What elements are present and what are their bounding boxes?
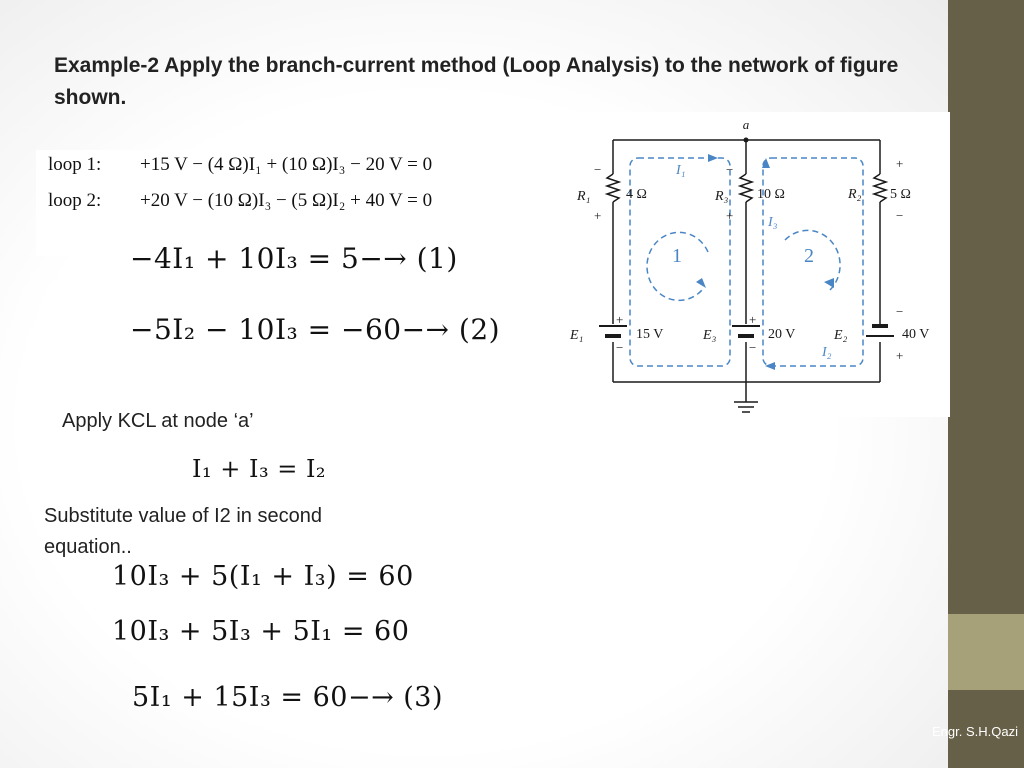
circuit-wires [604, 139, 889, 413]
resistor-r2 [871, 173, 889, 203]
node-a-dot [743, 137, 749, 143]
side-band-accent [948, 614, 1024, 690]
svg-text:−: − [896, 304, 903, 319]
equation-2: −5I₂ − 10I₃ = −60−→ (2) [130, 313, 501, 346]
svg-text:+: + [726, 208, 733, 223]
loop-1-label: loop 1: [48, 154, 102, 175]
resistor-r1 [604, 173, 622, 203]
svg-text:−: − [616, 340, 623, 355]
svg-text:−: − [896, 208, 903, 223]
svg-text:+: + [896, 156, 903, 171]
loop-1-equation: loop 1: +15 V − (4 Ω)I₁ + (10 Ω)I₃ − 20 V… [48, 154, 432, 176]
svg-text:−: − [749, 340, 756, 355]
r1-value: 4 Ω [626, 187, 647, 202]
e1-value: 15 V [636, 327, 663, 342]
kcl-instruction: Apply KCL at node ‘a’ [62, 410, 254, 432]
current-arrows [696, 154, 834, 370]
svg-text:+: + [616, 312, 623, 327]
r2-name: R₂ [847, 187, 862, 202]
r3-name: R₃ [714, 189, 729, 204]
battery-symbols [599, 324, 894, 338]
svg-text:+: + [749, 312, 756, 327]
svg-text:−: − [594, 162, 601, 177]
current-labels: I₁ I₃ I₂ 1 2 [672, 163, 832, 360]
side-band-top [948, 0, 1024, 614]
e3-value: 20 V [768, 327, 795, 342]
current-i1-label: I₁ [675, 163, 686, 178]
e2-value: 40 V [902, 327, 929, 342]
loop-equations-box: loop 1: +15 V − (4 Ω)I₁ + (10 Ω)I₃ − 20 V… [36, 150, 564, 256]
loop-2-label: 2 [804, 245, 814, 267]
e3-name: E₃ [702, 328, 717, 343]
current-i3-label: I₃ [767, 215, 778, 230]
loop-1-expression: +15 V − (4 Ω)I₁ + (10 Ω)I₃ − 20 V = 0 [140, 154, 433, 175]
slide-title: Example-2 Apply the branch-current metho… [54, 54, 899, 109]
kcl-equation: I₁ + I₃ = I₂ [192, 455, 327, 483]
r1-name: R₁ [576, 189, 590, 204]
side-band-bottom [948, 690, 1024, 768]
e1-name: E₁ [569, 328, 583, 343]
r2-value: 5 Ω [890, 187, 911, 202]
resistor-r3 [737, 173, 755, 203]
svg-text:+: + [896, 348, 903, 363]
loop-2-label: loop 2: [48, 190, 102, 211]
substitution-step-1: 10I₃ + 5(I₁ + I₃) = 60 [112, 561, 414, 592]
loop-2-equation: loop 2: +20 V − (10 Ω)I₃ − (5 Ω)I₂ + 40 V… [48, 190, 432, 212]
circuit-diagram: a R₁ 4 Ω R₃ 10 Ω R₂ 5 Ω E₁ 15 V E₃ 20 V … [560, 112, 950, 417]
equation-3: 5I₁ + 15I₃ = 60−→ (3) [132, 682, 444, 713]
loop-paths [629, 157, 864, 367]
substitute-instruction: Substitute value of I2 in second equatio… [44, 505, 322, 558]
polarity-marks: − + − + + − + − + − − + [594, 156, 903, 363]
substitution-step-2: 10I₃ + 5I₃ + 5I₁ = 60 [112, 616, 410, 647]
equation-1: −4I₁ + 10I₃ = 5−→ (1) [130, 242, 458, 275]
svg-text:+: + [594, 208, 601, 223]
svg-text:−: − [726, 162, 733, 177]
footer-author: Engr. S.H.Qazi [932, 724, 1018, 739]
loop-2-expression: +20 V − (10 Ω)I₃ − (5 Ω)I₂ + 40 V = 0 [140, 190, 433, 211]
loop-1-label: 1 [672, 245, 682, 267]
e2-name: E₂ [833, 328, 848, 343]
r3-value: 10 Ω [757, 187, 785, 202]
current-i2-label: I₂ [821, 345, 832, 360]
node-a-label: a [743, 117, 750, 132]
